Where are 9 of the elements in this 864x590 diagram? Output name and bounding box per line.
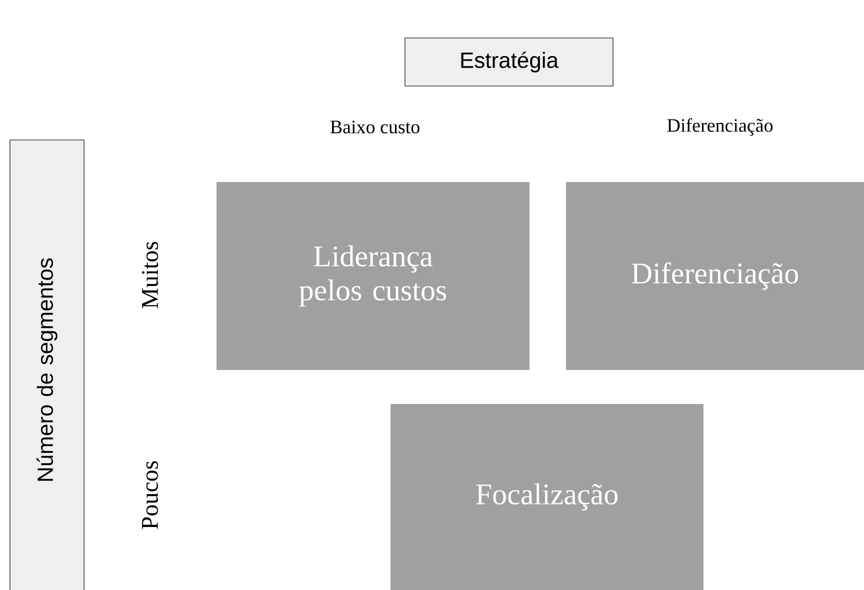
header-box: Estratégia <box>404 38 614 86</box>
row-label: Poucos <box>142 461 158 529</box>
strategy-box: Diferenciação <box>566 182 864 370</box>
strategy-box: Focalização <box>390 404 704 590</box>
column-label: Baixo custo <box>330 120 420 134</box>
column-label: Diferenciação <box>667 118 773 136</box>
row-label: Muitos <box>142 242 158 308</box>
header-box: Número de segmentos <box>10 140 84 590</box>
strategy-box: Liderança pelos custos <box>216 182 530 370</box>
